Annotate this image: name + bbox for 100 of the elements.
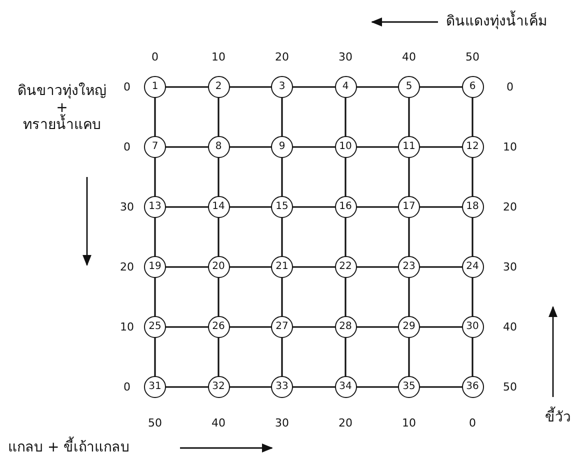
connector-line [218, 277, 220, 317]
connector-line [228, 146, 272, 148]
connector-line [356, 146, 399, 148]
connector-line [218, 217, 220, 257]
numbered-circle: 13 [144, 196, 166, 218]
numbered-circle: 34 [334, 376, 356, 398]
axis-value: 0 [469, 416, 476, 430]
connector-line [165, 266, 208, 268]
axis-value: 10 [120, 320, 134, 334]
connector-line [356, 326, 399, 328]
connector-line [292, 326, 336, 328]
connector-line [154, 337, 156, 377]
numbered-circle: 29 [398, 316, 420, 338]
numbered-circle: 17 [398, 196, 420, 218]
numbered-circle: 30 [462, 316, 484, 338]
connector-line [228, 386, 272, 388]
connector-line [419, 386, 462, 388]
connector-line [154, 217, 156, 257]
axis-value: 10 [402, 416, 416, 430]
connector-line [154, 277, 156, 317]
axis-value: 50 [503, 380, 517, 394]
connector-line [228, 206, 272, 208]
connector-line [408, 277, 410, 317]
connector-line [292, 146, 336, 148]
axis-value: 30 [120, 200, 134, 214]
axis-value: 40 [212, 416, 226, 430]
numbered-circle: 5 [398, 76, 420, 98]
connector-line [165, 86, 208, 88]
connector-line [472, 217, 474, 257]
numbered-circle: 22 [334, 256, 356, 278]
numbered-circle: 32 [208, 376, 230, 398]
numbered-circle: 16 [334, 196, 356, 218]
connector-line [218, 97, 220, 137]
connector-line [292, 386, 336, 388]
connector-line [408, 217, 410, 257]
numbered-circle: 10 [334, 136, 356, 158]
numbered-circle: 12 [462, 136, 484, 158]
numbered-circle: 3 [271, 76, 293, 98]
numbered-circle: 15 [271, 196, 293, 218]
connector-line [292, 86, 336, 88]
numbered-circle: 6 [462, 76, 484, 98]
numbered-circle: 19 [144, 256, 166, 278]
numbered-circle: 27 [271, 316, 293, 338]
axis-value: 0 [124, 80, 130, 94]
numbered-circle: 28 [334, 316, 356, 338]
connector-line [281, 97, 283, 137]
connector-line [292, 206, 336, 208]
connector-line [344, 337, 346, 377]
connector-line [419, 86, 462, 88]
numbered-circle: 14 [208, 196, 230, 218]
numbered-circle: 23 [398, 256, 420, 278]
connector-line [356, 266, 399, 268]
numbered-circle: 24 [462, 256, 484, 278]
axis-value: 20 [275, 50, 289, 64]
numbered-circle: 1 [144, 76, 166, 98]
connector-line [154, 97, 156, 137]
connector-line [281, 337, 283, 377]
axis-value: 30 [275, 416, 289, 430]
axis-value: 50 [466, 50, 480, 64]
axis-value: 0 [152, 50, 158, 64]
numbered-circle: 26 [208, 316, 230, 338]
axis-value: 10 [503, 140, 517, 154]
numbered-circle: 20 [208, 256, 230, 278]
connector-line [419, 326, 462, 328]
connector-line [228, 326, 272, 328]
axis-value: 30 [338, 50, 352, 64]
connector-line [419, 206, 462, 208]
numbered-circle: 33 [271, 376, 293, 398]
connector-line [356, 386, 399, 388]
axis-title: ดินขาวทุ่งใหญ่ + ทรายน้ำแคบ [18, 82, 106, 134]
axis-value: 40 [503, 320, 517, 334]
numbered-circle: 9 [271, 136, 293, 158]
numbered-circle: 11 [398, 136, 420, 158]
connector-line [218, 157, 220, 197]
numbered-circle: 35 [398, 376, 420, 398]
axis-value: 30 [503, 260, 517, 274]
connector-line [228, 86, 272, 88]
connector-line [165, 386, 208, 388]
connector-line [344, 217, 346, 257]
axis-value: 0 [124, 140, 130, 154]
connector-line [154, 157, 156, 197]
axis-value: 0 [124, 380, 130, 394]
connector-line [419, 266, 462, 268]
numbered-circle: 2 [208, 76, 230, 98]
axis-value: 40 [402, 50, 416, 64]
connector-line [281, 157, 283, 197]
connector-line [165, 326, 208, 328]
numbered-circle: 4 [334, 76, 356, 98]
connector-line [344, 97, 346, 137]
numbered-circle: 25 [144, 316, 166, 338]
connector-line [472, 337, 474, 377]
axis-value: 10 [212, 50, 226, 64]
connector-line [165, 146, 208, 148]
connector-line [228, 266, 272, 268]
connector-line [356, 86, 399, 88]
connector-line [281, 217, 283, 257]
axis-value: 20 [120, 260, 134, 274]
numbered-circle: 18 [462, 196, 484, 218]
connector-line [472, 97, 474, 137]
connector-line [419, 146, 462, 148]
